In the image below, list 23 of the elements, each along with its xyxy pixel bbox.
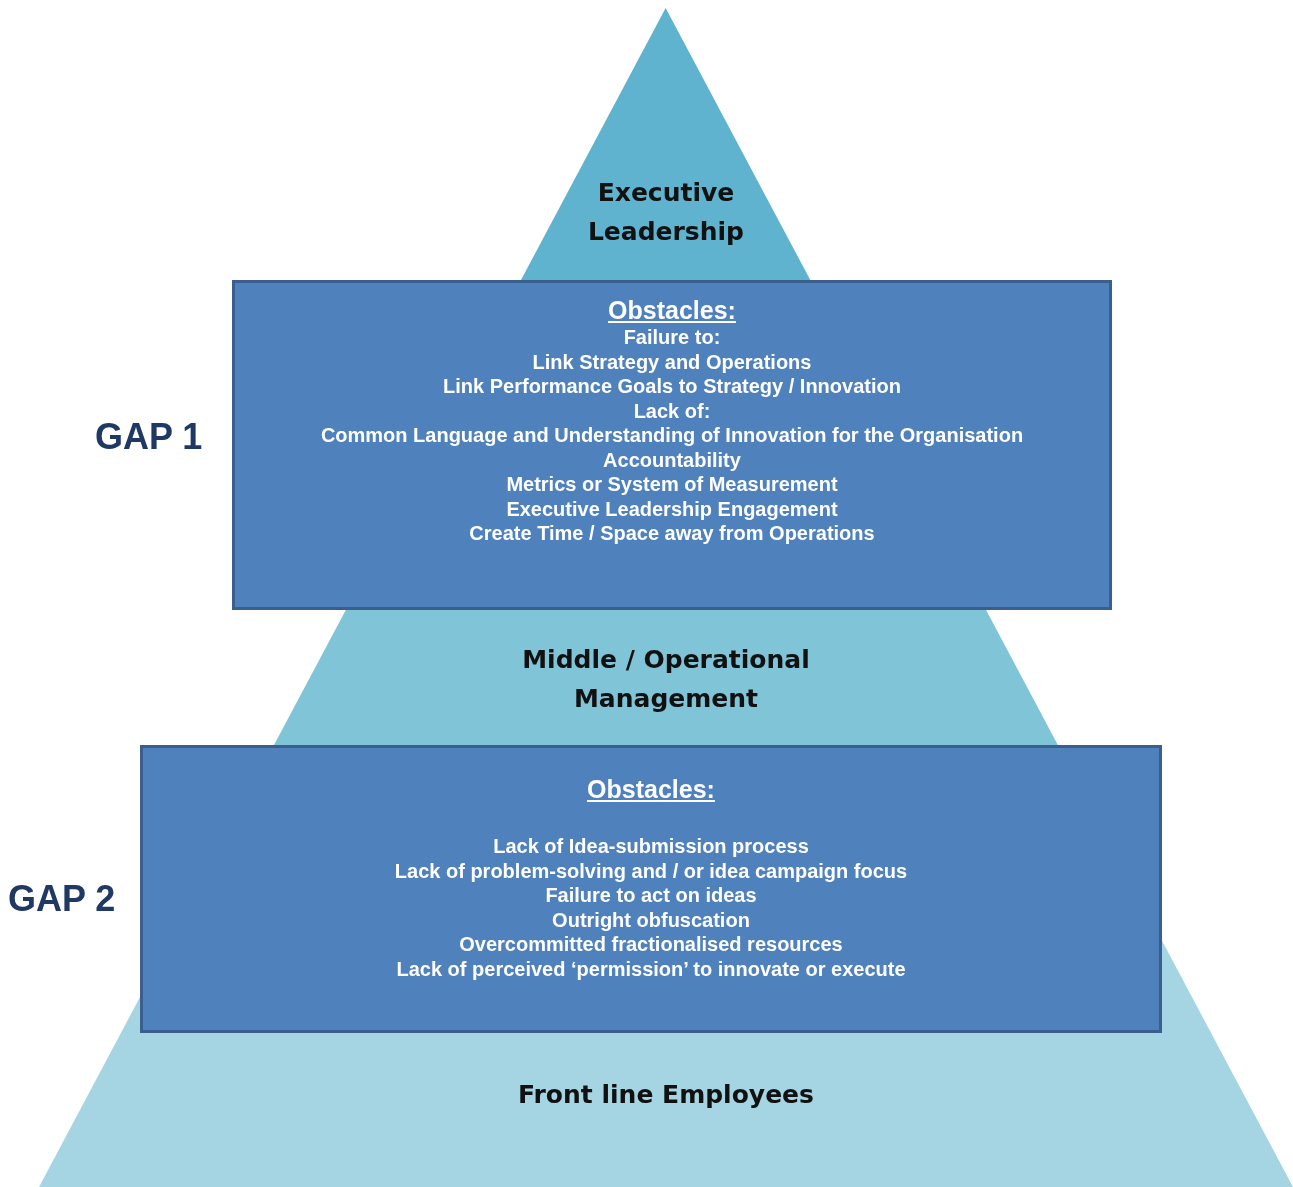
panel-heading: Obstacles:	[587, 774, 715, 804]
obstacle-item: Link Performance Goals to Strategy / Innovation	[443, 374, 901, 399]
obstacle-item: Overcommitted fractionalised resources	[459, 932, 843, 957]
panel-heading: Obstacles:	[608, 295, 736, 325]
obstacle-item: Accountability	[603, 447, 741, 472]
tier-label: Executive Leadership	[586, 177, 746, 248]
obstacle-item: Failure to:	[623, 325, 721, 350]
obstacle-item: Common Language and Understanding of Innovation for the Organisation	[320, 423, 1024, 448]
obstacle-item: Failure to act on ideas	[545, 883, 757, 908]
obstacle-item: Lack of Idea-submission process	[493, 834, 809, 859]
gap-label: GAP 1	[95, 416, 203, 458]
obstacle-item: Lack of perceived ‘permission’ to innovate or execute	[396, 956, 906, 981]
obstacle-item: Metrics or System of Measurement	[506, 472, 838, 497]
gap-label: GAP 2	[8, 878, 116, 920]
tier-label: Front line Employees	[518, 1079, 814, 1111]
obstacles-panel	[232, 280, 1112, 610]
obstacle-item: Link Strategy and Operations	[532, 349, 812, 374]
obstacle-item: Executive Leadership Engagement	[506, 496, 838, 521]
obstacle-item: Lack of problem-solving and / or idea campaign focus	[394, 858, 908, 883]
obstacle-item: Create Time / Space away from Operations	[469, 521, 875, 546]
obstacle-item: Lack of:	[633, 398, 711, 423]
obstacle-item: Outright obfuscation	[552, 907, 750, 932]
tier-label: Middle / Operational Management	[521, 644, 811, 715]
